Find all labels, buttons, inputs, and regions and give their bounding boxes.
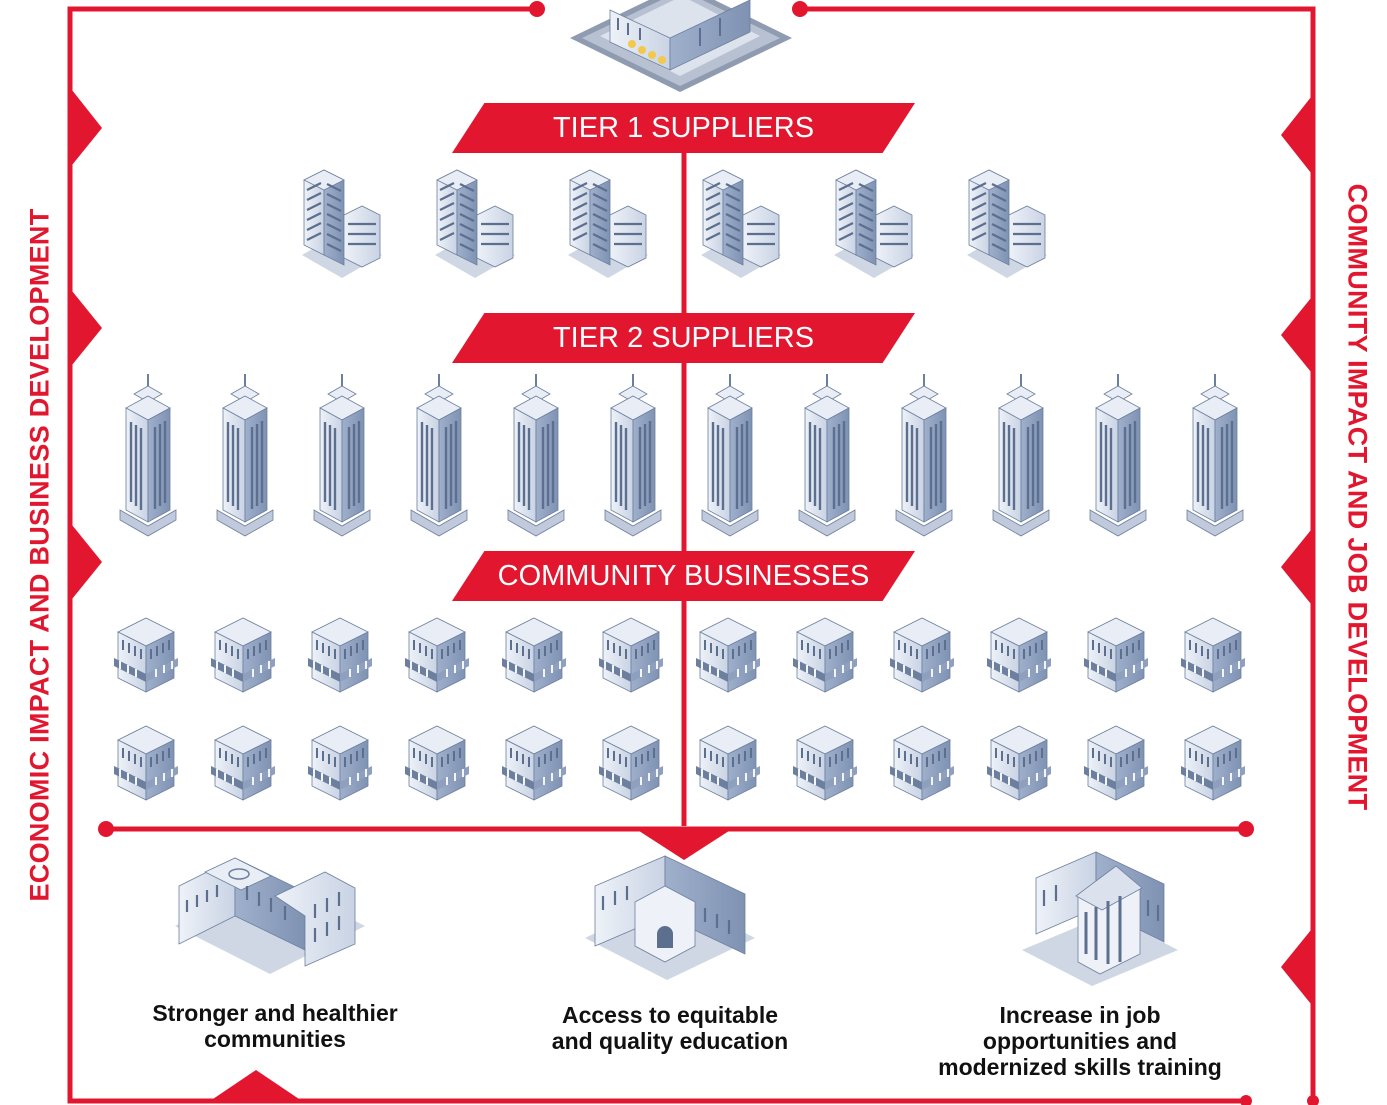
- courthouse-icon: [1022, 851, 1178, 986]
- community-buildings: [113, 617, 1246, 801]
- tier2-building-icon: [118, 372, 178, 538]
- community-shop-icon: [1180, 617, 1246, 693]
- tier2-building-icon: [312, 372, 372, 538]
- tier2-building-icon: [506, 372, 566, 538]
- community-shop-icon: [210, 725, 276, 801]
- hospital-icon: [175, 857, 365, 974]
- tier1-building-icon: [832, 168, 916, 280]
- tier2-building-icon: [1088, 372, 1148, 538]
- frame-nodes: [98, 1, 1319, 1105]
- community-shop-icon: [889, 617, 955, 693]
- tier1-buildings: [300, 168, 1049, 280]
- community-shop-icon: [695, 617, 761, 693]
- right-frame-arrows: [1281, 92, 1315, 1009]
- community-shop-icon: [307, 617, 373, 693]
- community-shop-icon: [598, 725, 664, 801]
- outcome-line: Access to equitable: [561, 1002, 779, 1028]
- community-shop-icon: [501, 617, 567, 693]
- community-businesses-banner: COMMUNITY BUSINESSES: [452, 551, 915, 601]
- tier1-banner: TIER 1 SUPPLIERS: [452, 103, 915, 153]
- tier1-building-icon: [433, 168, 517, 280]
- outcome-line: Increase in job: [999, 1002, 1161, 1028]
- community-shop-icon: [307, 725, 373, 801]
- community-shop-icon: [113, 617, 179, 693]
- left-frame-arrows: [68, 85, 102, 604]
- school-icon: [585, 855, 755, 980]
- community-shop-icon: [598, 617, 664, 693]
- community-shop-icon: [501, 725, 567, 801]
- community-shop-icon: [113, 725, 179, 801]
- community-shop-icon: [986, 617, 1052, 693]
- outcome-line: and quality education: [551, 1028, 789, 1054]
- tier1-building-icon: [566, 168, 650, 280]
- down-arrow: [636, 829, 732, 860]
- tier2-building-icon: [797, 372, 857, 538]
- tier2-building-icon: [700, 372, 760, 538]
- tier1-building-icon: [699, 168, 783, 280]
- tier2-building-icon: [1185, 372, 1245, 538]
- tier2-building-icon: [894, 372, 954, 538]
- community-shop-icon: [1083, 725, 1149, 801]
- community-shop-icon: [986, 725, 1052, 801]
- community-shop-icon: [792, 725, 858, 801]
- community-shop-icon: [792, 617, 858, 693]
- tier2-building-icon: [215, 372, 275, 538]
- community-shop-icon: [404, 617, 470, 693]
- left-side-label: ECONOMIC IMPACT AND BUSINESS DEVELOPMENT: [24, 208, 55, 902]
- outcome-line: modernized skills training: [938, 1054, 1222, 1080]
- community-shop-icon: [695, 725, 761, 801]
- community-shop-icon: [1180, 725, 1246, 801]
- tier2-banner: TIER 2 SUPPLIERS: [452, 313, 915, 363]
- outcome-quality-education: Access to equitable and quality educatio…: [510, 1002, 830, 1054]
- tier2-building-icon: [603, 372, 663, 538]
- outcome-job-opportunities: Increase in job opportunities and modern…: [900, 1002, 1260, 1080]
- community-shop-icon: [404, 725, 470, 801]
- tier2-building-icon: [991, 372, 1051, 538]
- community-shop-icon: [889, 725, 955, 801]
- outcome-healthier-communities: Stronger and healthier communities: [120, 1000, 430, 1052]
- headquarters-icon: [570, 0, 792, 92]
- outcome-line: Stronger and healthier: [152, 1000, 398, 1026]
- outcome-line: opportunities and: [982, 1028, 1178, 1054]
- community-shop-icon: [1083, 617, 1149, 693]
- community-shop-icon: [210, 617, 276, 693]
- tier1-building-icon: [300, 168, 384, 280]
- tier1-building-icon: [965, 168, 1049, 280]
- bottom-arrow: [210, 1070, 302, 1101]
- outcome-line: communities: [204, 1026, 346, 1052]
- tier2-building-icon: [409, 372, 469, 538]
- right-side-label: COMMUNITY IMPACT AND JOB DEVELOPMENT: [1342, 183, 1373, 811]
